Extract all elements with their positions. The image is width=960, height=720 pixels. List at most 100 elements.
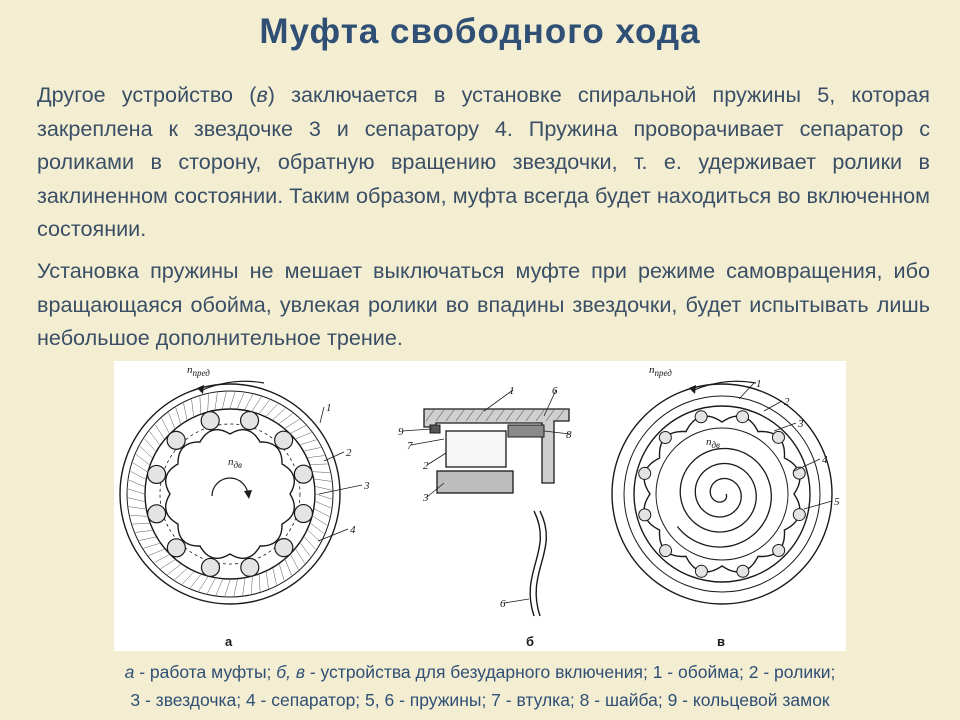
race-hatch-line bbox=[222, 392, 227, 409]
roller-circle bbox=[274, 538, 294, 558]
separator-circle bbox=[655, 427, 789, 561]
outer-arrow-head bbox=[689, 385, 696, 394]
label-n-pred: nпред bbox=[187, 364, 210, 378]
race-hatch-line bbox=[307, 530, 321, 542]
race-hatch-line bbox=[315, 501, 332, 509]
outer-race-inner-edge bbox=[144, 408, 316, 580]
hatch-line bbox=[495, 409, 505, 422]
hatch-line bbox=[425, 409, 435, 422]
race-hatch-line bbox=[167, 564, 181, 575]
hatch-line bbox=[455, 409, 465, 422]
leader-line bbox=[319, 406, 325, 424]
paragraph-description: Другое устройство (в) заключается в уста… bbox=[37, 78, 930, 246]
race-hatch-line bbox=[233, 579, 238, 596]
race-hatch-line bbox=[191, 399, 194, 417]
roller-circle bbox=[293, 503, 314, 524]
roller-circle bbox=[638, 508, 652, 522]
race-hatch-line bbox=[295, 549, 305, 564]
race-hatch-line bbox=[242, 578, 246, 596]
race-hatch-line bbox=[128, 506, 146, 510]
part-number-label: 9 bbox=[398, 426, 404, 438]
leader-line bbox=[803, 500, 833, 510]
race-hatch-line bbox=[285, 419, 300, 429]
race-hatch-line bbox=[272, 408, 286, 420]
roller-circle bbox=[293, 464, 313, 484]
outer-race-outer-edge bbox=[611, 383, 833, 605]
outer-race-inner-edge bbox=[633, 405, 811, 583]
hatch-line bbox=[545, 409, 555, 422]
leader-line bbox=[773, 422, 797, 432]
race-hatch-line bbox=[148, 549, 165, 556]
roller-circle bbox=[200, 557, 221, 578]
leader-line bbox=[763, 400, 783, 412]
race-hatch-line bbox=[214, 392, 218, 410]
roller-circle bbox=[736, 564, 750, 578]
race-hatch-line bbox=[168, 412, 175, 429]
leader-line bbox=[793, 458, 821, 472]
race-hatch-line bbox=[279, 564, 285, 581]
caption-ref-bv: б, в bbox=[276, 662, 305, 682]
paragraph-figure-ref: в bbox=[256, 82, 268, 107]
panel-b-label: б bbox=[526, 634, 534, 649]
roller-circle bbox=[147, 504, 167, 524]
spring-profile-1 bbox=[529, 510, 542, 617]
hatch-line bbox=[505, 409, 515, 422]
leader-line bbox=[410, 438, 445, 446]
race-hatch-line bbox=[135, 530, 153, 533]
star-profile bbox=[643, 415, 801, 573]
race-hatch-line bbox=[198, 576, 208, 592]
roller-circle bbox=[200, 411, 220, 431]
race-hatch-line bbox=[272, 568, 277, 585]
roller-circle bbox=[736, 410, 750, 424]
race-hatch-line bbox=[139, 536, 156, 541]
caption-text: - устройства для безударного включения; … bbox=[304, 662, 836, 682]
race-hatch-line bbox=[174, 568, 188, 580]
race-hatch-line bbox=[251, 577, 253, 594]
part-number-label: 1 bbox=[756, 378, 762, 390]
race-hatch-line bbox=[304, 447, 321, 452]
leader-line bbox=[323, 451, 345, 462]
race-hatch-line bbox=[183, 403, 188, 420]
race-hatch-line bbox=[310, 463, 328, 465]
race-hatch-line bbox=[312, 516, 328, 526]
figure-caption-line-2: 3 - звездочка; 4 - сепаратор; 5, 6 - пру… bbox=[130, 690, 830, 710]
race-hatch-line bbox=[135, 454, 150, 465]
race-hatch-line bbox=[155, 424, 165, 439]
leader-line bbox=[543, 430, 571, 435]
race-hatch-line bbox=[199, 396, 201, 414]
race-hatch-line bbox=[154, 554, 170, 563]
roller-circle bbox=[694, 564, 708, 578]
hatch-line bbox=[435, 409, 445, 422]
race-hatch-line bbox=[259, 399, 270, 414]
race-hatch-line bbox=[128, 497, 145, 502]
roller-circle bbox=[659, 544, 673, 558]
part-number-label: 2 bbox=[784, 396, 790, 408]
part-number-label: 1 bbox=[326, 402, 332, 414]
leader-line bbox=[483, 389, 514, 412]
hatch-line bbox=[485, 409, 495, 422]
paragraph-text: Другое устройство ( bbox=[37, 82, 257, 107]
separator-circle bbox=[159, 423, 301, 565]
paragraph-spring-note: Установка пружины не мешает выключаться … bbox=[37, 258, 930, 350]
race-hatch-line bbox=[266, 403, 278, 417]
roller-section bbox=[445, 430, 507, 468]
race-hatch-line bbox=[252, 396, 262, 412]
rotation-arrow-head bbox=[244, 490, 252, 499]
leader-line bbox=[317, 528, 349, 542]
part-number-label: 6 bbox=[552, 385, 558, 397]
race-hatch-line bbox=[224, 579, 231, 596]
hatch-line bbox=[465, 409, 475, 422]
part-number-label: 3 bbox=[422, 492, 429, 504]
part-number-label: 8 bbox=[566, 429, 572, 441]
figure-caption-line-1: а - работа муфты; б, в - устройства для … bbox=[0, 662, 960, 683]
spiral-spring bbox=[676, 447, 772, 548]
hatch-line bbox=[525, 409, 535, 422]
race-hatch-line bbox=[315, 486, 332, 491]
label-n-dv: nдв bbox=[228, 456, 242, 470]
race-hatch-line bbox=[161, 418, 170, 434]
label-n-pred: nпред bbox=[649, 364, 672, 378]
roller-circle bbox=[239, 410, 260, 431]
caption-ref-a: а bbox=[124, 662, 135, 682]
outer-race-ring-line bbox=[126, 390, 334, 598]
